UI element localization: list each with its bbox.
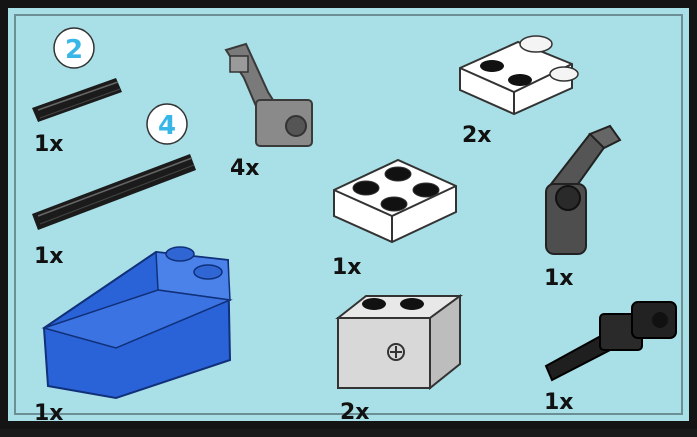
wedge-brick-icon xyxy=(44,247,230,398)
qty-axle-4: 1x xyxy=(34,244,64,269)
qty-wedge: 1x xyxy=(34,401,64,426)
length-callout-2: 2 xyxy=(54,28,94,68)
technic-brick-icon xyxy=(338,296,460,388)
parts-illustration: 2 4 xyxy=(8,8,697,437)
axle-icon xyxy=(32,78,122,122)
qty-axle-joint: 1x xyxy=(544,390,574,415)
plate-2x2-icon xyxy=(334,160,456,242)
qty-angle-connector: 1x xyxy=(544,266,574,291)
axle-icon xyxy=(32,154,196,230)
svg-text:4: 4 xyxy=(158,111,176,141)
technic-arm-icon xyxy=(226,44,312,146)
qty-arm: 4x xyxy=(230,156,260,181)
qty-plate-2x2: 1x xyxy=(332,255,362,280)
svg-text:2: 2 xyxy=(65,35,83,65)
qty-plate-clip: 2x xyxy=(462,123,492,148)
angle-connector-icon xyxy=(546,126,620,254)
qty-technic-brick: 2x xyxy=(340,400,370,425)
plate-with-clip-icon xyxy=(460,36,578,114)
axle-joint-icon xyxy=(546,302,676,380)
qty-axle-2: 1x xyxy=(34,132,64,157)
length-callout-4: 4 xyxy=(147,104,187,144)
